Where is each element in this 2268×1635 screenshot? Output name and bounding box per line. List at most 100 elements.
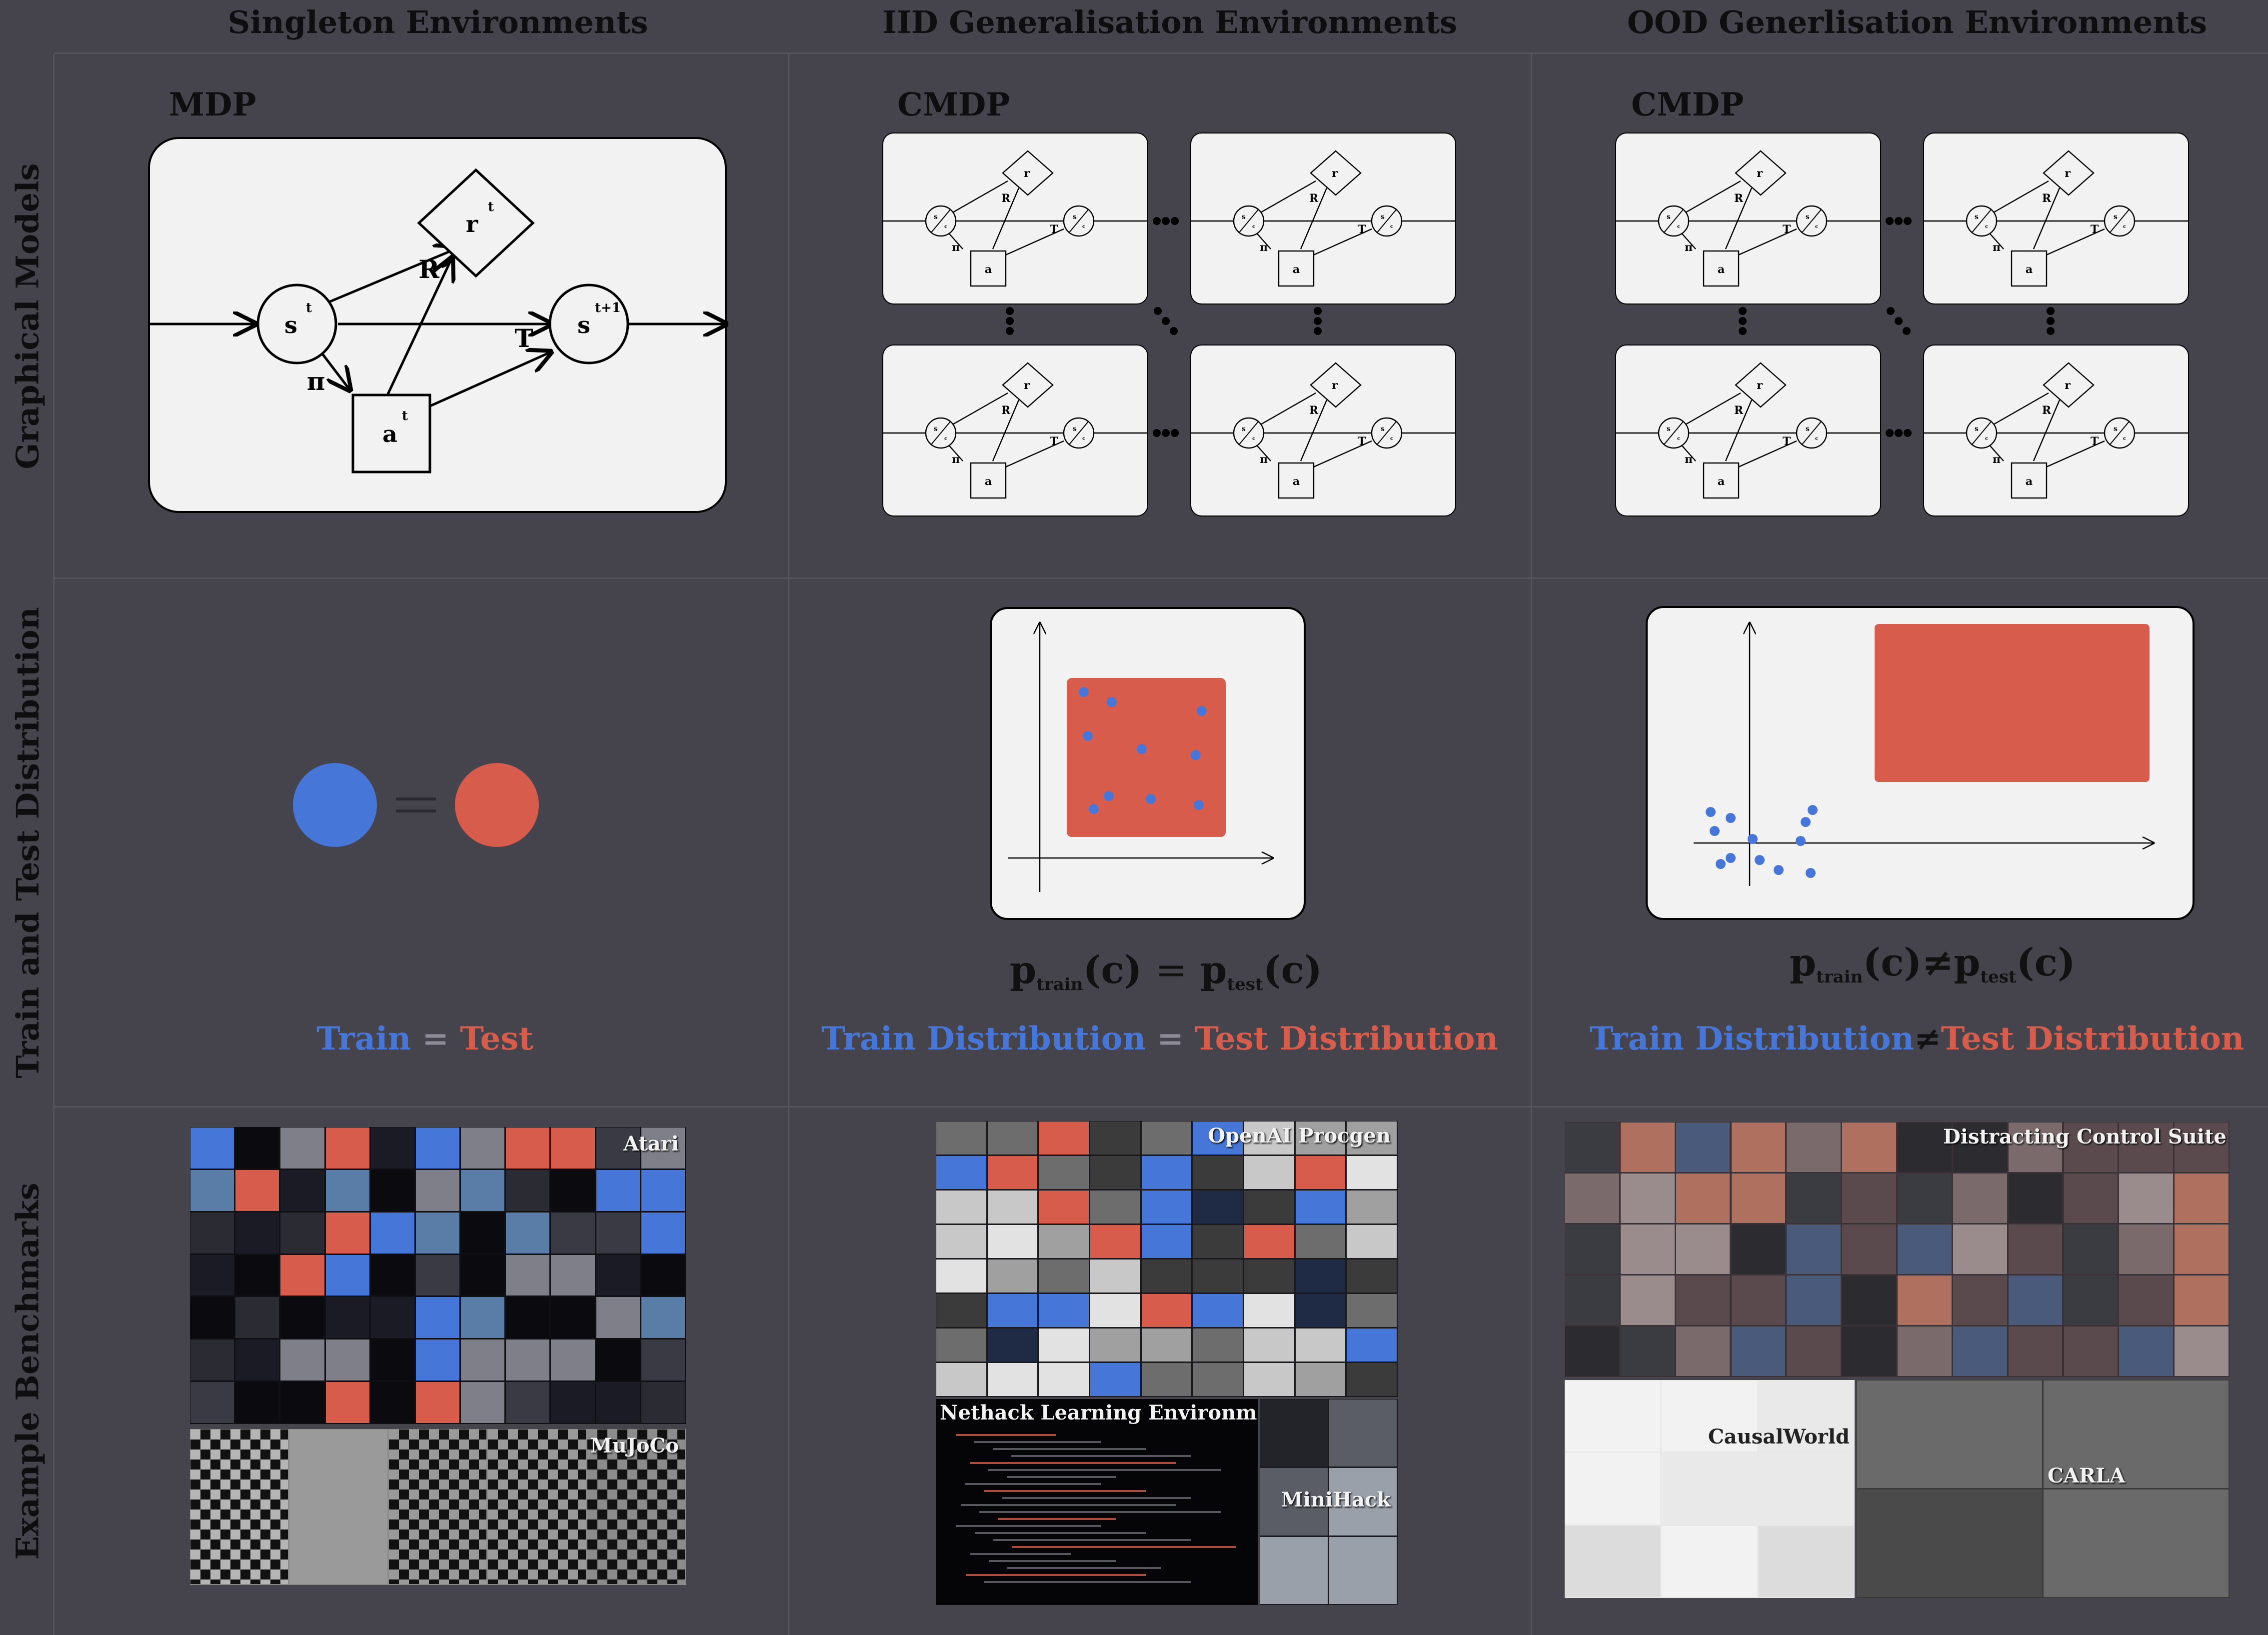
benchmark-tile xyxy=(2175,1174,2229,1223)
benchmark-tile xyxy=(461,1254,505,1296)
atari-benchmark-collage: Atari xyxy=(190,1127,686,1424)
benchmark-tile xyxy=(1090,1328,1140,1362)
benchmark-tile xyxy=(1193,1294,1243,1327)
svg-text:s: s xyxy=(1975,425,1979,433)
benchmark-tile xyxy=(190,1170,234,1211)
benchmark-tile xyxy=(1193,1225,1243,1258)
svg-text:a: a xyxy=(1718,475,1725,488)
benchmark-tile xyxy=(641,1340,685,1381)
benchmark-tile xyxy=(1295,1328,1346,1362)
nethack-map-row xyxy=(970,1462,1176,1464)
benchmark-tile xyxy=(325,1382,369,1423)
benchmark-tile xyxy=(551,1170,595,1211)
svg-text:s: s xyxy=(1242,213,1246,221)
svg-text:c: c xyxy=(1677,436,1680,442)
benchmark-tile xyxy=(1662,1453,1757,1524)
nethack-map-row xyxy=(956,1434,1056,1436)
benchmark-tile xyxy=(235,1128,279,1168)
legend-ood: Train Distribution≠Test Distribution xyxy=(1590,1020,2245,1058)
benchmark-tile xyxy=(325,1297,369,1338)
distracting-control-suite-collage: Distracting Control Suite xyxy=(1565,1122,2230,1377)
benchmark-tile xyxy=(506,1128,550,1168)
benchmark-tile xyxy=(2008,1122,2063,1172)
row-header-train-test: Train and Test Distribution xyxy=(9,607,46,1078)
benchmark-tile xyxy=(551,1254,595,1296)
nethack-map-row xyxy=(970,1553,1071,1555)
benchmark-tile xyxy=(1953,1224,2007,1274)
benchmark-tile xyxy=(936,1363,986,1396)
benchmark-tile xyxy=(415,1382,460,1423)
svg-text:c: c xyxy=(944,436,947,442)
svg-text:R: R xyxy=(1734,192,1744,205)
benchmark-tile xyxy=(190,1382,234,1423)
benchmark-tile xyxy=(1787,1224,1841,1274)
benchmark-tile xyxy=(1193,1363,1243,1396)
svg-text:s: s xyxy=(1381,425,1385,433)
benchmark-tile xyxy=(1676,1174,1730,1223)
benchmark-tile xyxy=(235,1340,279,1381)
train-points xyxy=(1079,687,1207,814)
benchmark-tile xyxy=(415,1128,460,1168)
benchmark-tile xyxy=(461,1382,505,1423)
benchmark-tile xyxy=(641,1212,685,1254)
benchmark-tile xyxy=(596,1212,640,1254)
benchmark-tile xyxy=(1329,1468,1397,1536)
benchmark-tile xyxy=(415,1340,460,1381)
benchmark-tile xyxy=(1953,1174,2007,1223)
nethack-map-row xyxy=(993,1539,1191,1541)
benchmark-tile xyxy=(506,1170,550,1211)
svg-text:s: s xyxy=(1667,213,1671,221)
benchmark-tile xyxy=(1347,1156,1397,1189)
svg-text:a: a xyxy=(985,263,992,276)
benchmark-tile xyxy=(2175,1326,2229,1376)
svg-text:c: c xyxy=(1677,224,1680,230)
benchmark-tile xyxy=(325,1340,369,1381)
benchmark-tile xyxy=(235,1297,279,1338)
carla-benchmark-collage: CARLA xyxy=(1857,1380,2230,1598)
formula-iid: ptrain(c) = ptest(c) xyxy=(1010,948,1322,994)
benchmark-tile xyxy=(1842,1122,1896,1172)
benchmark-tile xyxy=(506,1297,550,1338)
benchmark-tile xyxy=(2008,1224,2063,1274)
benchmark-tile xyxy=(1039,1260,1089,1292)
benchmark-tile xyxy=(641,1170,685,1211)
benchmark-tile xyxy=(1141,1156,1192,1189)
benchmark-tile xyxy=(325,1170,369,1211)
svg-text:π: π xyxy=(1993,241,2001,254)
svg-text:a: a xyxy=(985,475,992,488)
procgen-benchmark-collage: OpenAI Procgen xyxy=(936,1121,1398,1397)
svg-text:π: π xyxy=(952,453,960,466)
nethack-map-row xyxy=(961,1504,1176,1506)
benchmark-tile xyxy=(2119,1276,2174,1325)
nethack-map-row xyxy=(974,1441,1101,1443)
benchmark-tile xyxy=(1347,1122,1397,1154)
benchmark-tile xyxy=(190,1254,234,1296)
svg-text:T: T xyxy=(1358,223,1366,236)
svg-text:s: s xyxy=(1806,425,1810,433)
benchmark-tile xyxy=(641,1254,685,1296)
benchmark-tile xyxy=(1329,1400,1397,1467)
benchmark-tile xyxy=(370,1128,414,1168)
benchmark-tile xyxy=(987,1328,1038,1362)
benchmark-tile xyxy=(370,1170,414,1211)
svg-text:T: T xyxy=(2091,435,2099,448)
benchmark-tile xyxy=(488,1430,586,1584)
column-header-singleton: Singleton Environments xyxy=(227,4,648,40)
benchmark-tile xyxy=(461,1212,505,1254)
benchmark-tile xyxy=(1898,1174,1952,1223)
benchmark-tile xyxy=(1347,1363,1397,1396)
benchmark-tile xyxy=(1141,1122,1192,1154)
benchmark-tile xyxy=(1565,1380,1661,1452)
benchmark-tile xyxy=(987,1260,1038,1292)
causalworld-benchmark-collage: CausalWorld xyxy=(1565,1380,1855,1598)
svg-text:T: T xyxy=(2091,223,2099,236)
benchmark-tile xyxy=(1565,1526,1661,1597)
benchmark-tile xyxy=(936,1328,986,1362)
benchmark-tile xyxy=(1620,1122,1675,1172)
benchmark-tile xyxy=(1141,1190,1192,1224)
